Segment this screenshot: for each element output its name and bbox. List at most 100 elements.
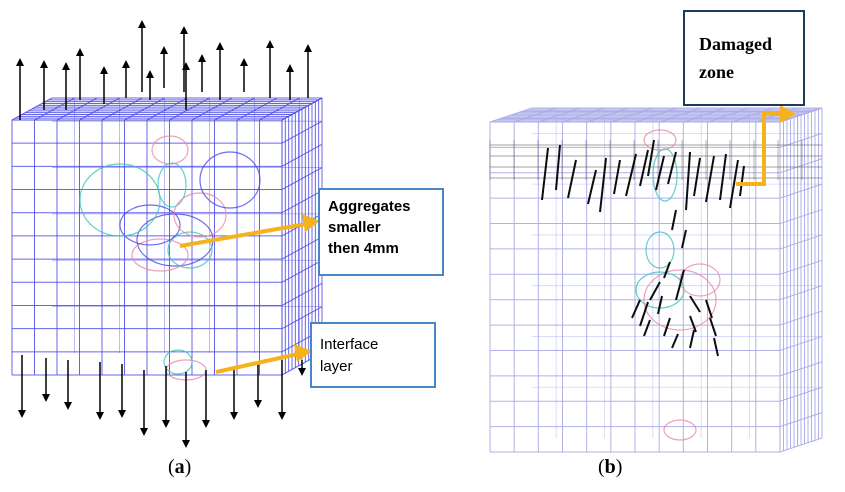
aggregate-outline: [167, 231, 213, 269]
crack-segment: [639, 301, 649, 327]
callout-interface-line-2: layer: [320, 358, 353, 375]
callout-interface: Interface layer: [310, 322, 436, 388]
crack-segment: [689, 295, 701, 313]
callout-damaged-line-2: zone: [699, 62, 734, 82]
caption-b-letter: b: [604, 456, 616, 478]
mesh-line: [779, 386, 823, 402]
arrow-up: [240, 58, 248, 66]
callout-aggregates-line-1: Aggregates: [328, 198, 411, 215]
arrow-up: [266, 40, 274, 48]
crack-segment: [739, 165, 745, 197]
crack-segment: [671, 209, 677, 231]
crack-segment: [647, 139, 655, 177]
crack-segment: [729, 159, 739, 209]
callout-arrow-aggregates: [179, 214, 320, 248]
mesh-cube-a: [11, 97, 323, 376]
mesh-line: [779, 285, 823, 301]
arrow-down: [230, 412, 238, 420]
arrow-up: [76, 48, 84, 56]
arrow-down: [140, 428, 148, 436]
arrow-down: [182, 440, 190, 448]
crack-segment: [639, 149, 649, 187]
crack-segment: [689, 315, 697, 333]
mesh-line: [281, 143, 323, 167]
arrow-up: [122, 60, 130, 68]
mesh-line: [779, 158, 823, 174]
arrow-down: [278, 412, 286, 420]
aggregate-outline: [643, 129, 677, 151]
crack-segment: [689, 329, 695, 349]
arrow-down: [118, 410, 126, 418]
aggregate-outline: [131, 238, 189, 272]
mesh-line: [281, 120, 323, 144]
crack-segment: [667, 151, 677, 185]
aggregate-outline: [157, 162, 187, 208]
mesh-line: [281, 236, 323, 260]
arrow-up: [138, 20, 146, 28]
mesh-line: [779, 183, 823, 199]
arrow-down: [162, 420, 170, 428]
caption-a-letter: a: [174, 456, 185, 478]
arrow-up: [198, 54, 206, 62]
mesh-line: [779, 234, 823, 250]
callout-aggregates-line-3: then 4mm: [328, 240, 399, 257]
arrow-up: [16, 58, 24, 66]
mesh-line: [281, 259, 323, 283]
crack-segment: [625, 153, 637, 197]
mesh-line: [779, 209, 823, 225]
mesh-line: [281, 306, 323, 330]
caption-b-open: (: [598, 456, 605, 478]
mesh-line: [779, 437, 823, 453]
arrow-down: [18, 410, 26, 418]
crack-lines: [541, 139, 745, 357]
crack-segment: [655, 155, 665, 191]
aggregate-outline: [652, 148, 678, 202]
crack-segment: [599, 157, 607, 213]
crack-segment: [587, 169, 597, 205]
crack-segment: [541, 147, 549, 201]
arrow-up: [182, 62, 190, 70]
tension-arrows-bottom: [18, 355, 306, 448]
crack-segment: [567, 159, 577, 199]
caption-a-close: ): [184, 456, 192, 478]
crack-segment: [555, 144, 561, 191]
crack-segment: [713, 337, 719, 357]
tension-arrows-top: [16, 20, 312, 120]
callout-damaged: Damaged zone: [683, 10, 805, 106]
mesh-line: [779, 361, 823, 377]
crack-segment: [709, 317, 717, 337]
aggregate-cluster-a: [79, 135, 261, 381]
mesh-line: [779, 412, 823, 428]
arrow-down: [42, 394, 50, 402]
callout-aggregates: Aggregates smaller then 4mm: [318, 188, 444, 276]
callout-arrow-damaged: [736, 105, 796, 186]
mesh-cube-b: [489, 107, 823, 453]
arrow-up: [304, 44, 312, 52]
arrow-up: [62, 62, 70, 70]
crack-segment: [663, 261, 671, 279]
arrow-up: [216, 42, 224, 50]
aggregate-outline: [645, 231, 675, 269]
crack-segment: [719, 153, 727, 201]
arrow-down: [254, 400, 262, 408]
aggregate-outline: [79, 163, 161, 237]
crack-segment: [685, 151, 691, 211]
crack-segment: [657, 295, 663, 315]
aggregate-outline: [151, 135, 189, 165]
interface-cell: [163, 349, 193, 375]
crack-segment: [613, 159, 621, 195]
aggregate-outline: [119, 204, 181, 246]
arrow-down: [64, 402, 72, 410]
caption-b-close: ): [615, 456, 623, 478]
arrow-down: [202, 420, 210, 428]
aggregate-outline: [679, 263, 721, 297]
mesh-line: [281, 167, 323, 190]
crack-segment: [631, 299, 641, 319]
crack-segment: [693, 157, 701, 197]
crack-segment: [643, 319, 651, 337]
callout-interface-line-1: Interface: [320, 336, 379, 353]
crack-segment: [705, 299, 713, 319]
mesh-line: [281, 190, 323, 214]
crack-segment: [671, 333, 679, 349]
